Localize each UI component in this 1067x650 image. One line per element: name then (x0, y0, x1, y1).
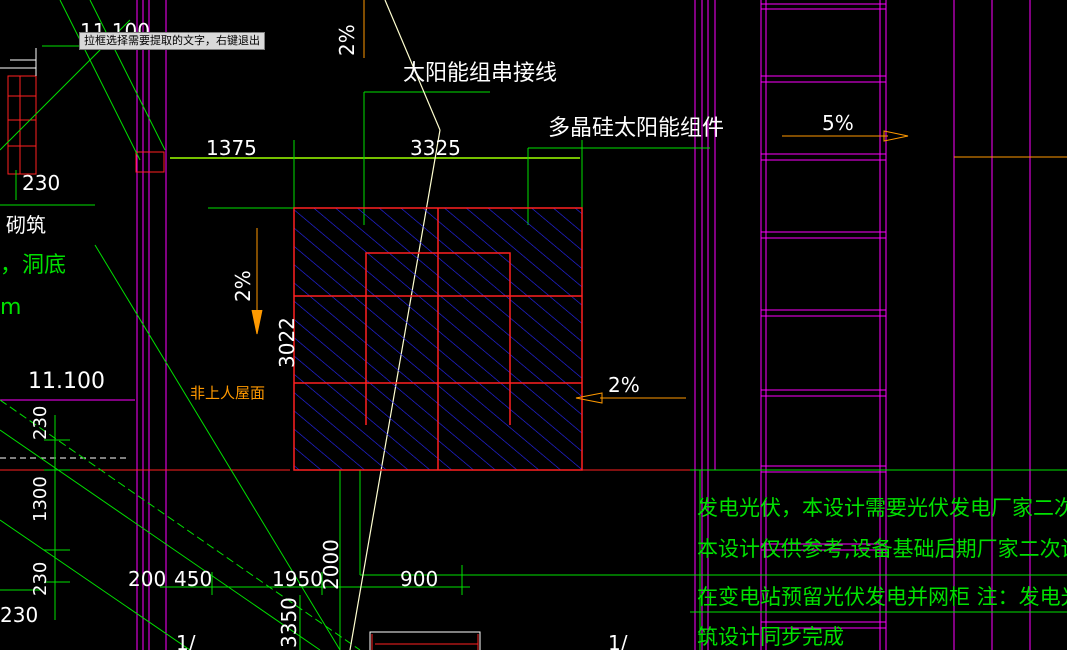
slope-arrows (251, 0, 1067, 404)
dim-900: 900 (400, 567, 438, 591)
non-walkable-roof: 非上人屋面 (190, 384, 265, 402)
slope-5: 5% (822, 111, 854, 135)
dim-frac-b: 1/ (608, 631, 628, 650)
left-white-lines (0, 48, 481, 650)
masonry-label: 砌筑 (6, 213, 46, 237)
string-line-label: 太阳能组串接线 (403, 61, 557, 86)
dim-1950: 1950 (272, 567, 323, 591)
solar-panel-array[interactable] (293, 207, 583, 471)
dim-3325: 3325 (410, 136, 461, 160)
dim-450: 450 (174, 567, 212, 591)
dim-200: 200 (128, 567, 166, 591)
note-line-1: 发电光伏，本设计需要光伏发电厂家二次 (697, 496, 1067, 520)
module-label: 多晶硅太阳能组件 (548, 116, 724, 141)
wall-lines (0, 0, 1031, 650)
note-line-3: 在变电站预留光伏发电并网柜 注：发电光 (697, 585, 1067, 609)
ladder-rungs (761, 3, 886, 629)
dim-230b: 230 (30, 406, 51, 440)
note-line-2: 本设计仅供参考,设备基础后期厂家二次设 (697, 537, 1067, 561)
dim-3350: 3350 (277, 597, 301, 648)
hole-bottom-label: ，洞底 (0, 253, 66, 278)
dim-1300: 1300 (30, 476, 51, 522)
unit-m-label: m (0, 295, 21, 320)
dim-frac-a: 1/ (176, 631, 196, 650)
drawing-texts: 11.100 太阳能组串接线 多晶硅太阳能组件 1375 3325 2% 2% … (0, 19, 1067, 650)
dim-230c: 230 (30, 562, 51, 596)
dim-1375: 1375 (206, 136, 257, 160)
dim-2000: 2000 (319, 539, 343, 590)
dim-230a: 230 (22, 171, 60, 195)
dim-230d: 230 (0, 603, 38, 627)
text-extract-tooltip: 拉框选择需要提取的文字，右键退出 (79, 32, 265, 50)
elev-mid: 11.100 (28, 369, 105, 394)
slope-top: 2% (335, 24, 359, 56)
dim-3022: 3022 (275, 317, 299, 368)
white-diagonal-2 (384, 0, 441, 131)
slope-left: 2% (231, 270, 255, 302)
note-line-4: 筑设计同步完成 (697, 625, 844, 649)
slope-right: 2% (608, 373, 640, 397)
